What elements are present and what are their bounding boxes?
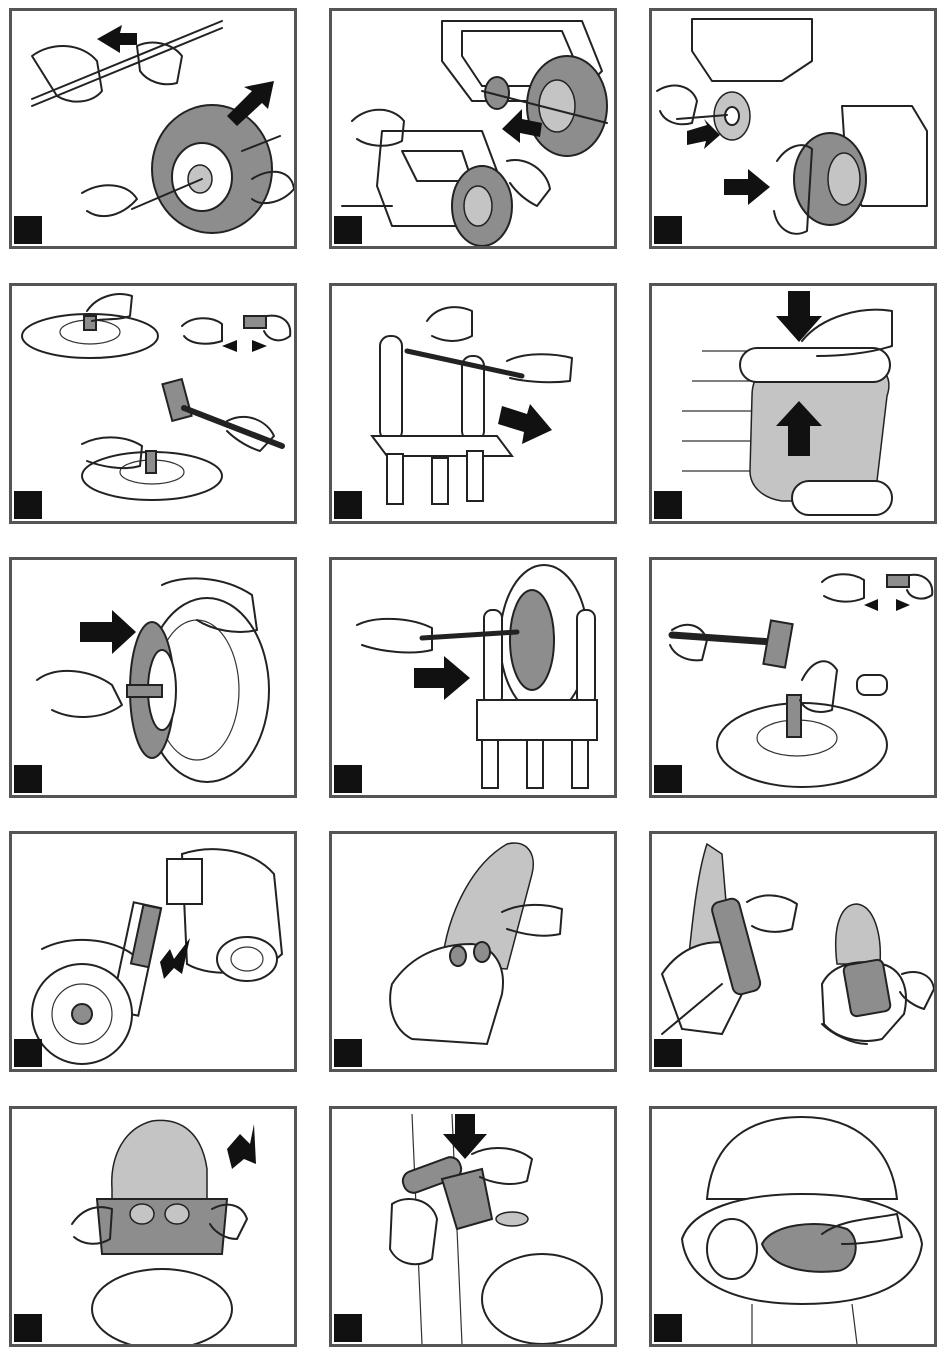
press-dashboard-down-icon [12,1109,294,1344]
step-badge [14,491,42,519]
step-badge [334,491,362,519]
push-handlebar-down-icon [332,1109,614,1344]
step-badge [654,765,682,793]
step-panel-15 [649,1106,937,1347]
step-panel-9 [649,557,937,798]
step-panel-14 [329,1106,617,1347]
step-panel-12 [649,831,937,1072]
fit-windshield-icon [332,834,614,1069]
remove-rear-wheel-icon [332,11,614,246]
step-badge [334,765,362,793]
step-badge [334,1039,362,1067]
step-panel-6 [649,283,937,524]
attach-dashboard-icon [652,834,934,1069]
step-panel-5 [329,283,617,524]
insert-axle-into-front-wheel-icon [332,560,614,795]
step-panel-10 [9,831,297,1072]
press-bracket-onto-tube-icon [652,286,934,521]
step-badge [14,765,42,793]
step-badge [654,216,682,244]
insert-axle-and-wheel-icon [652,11,934,246]
step-panel-8 [329,557,617,798]
step-badge [654,491,682,519]
step-panel-7 [9,557,297,798]
step-panel-2 [329,8,617,249]
step-panel-11 [329,831,617,1072]
step-badge [334,216,362,244]
pull-rod-from-stand-icon [332,286,614,521]
step-panel-3 [649,8,937,249]
slide-fork-up-icon [12,834,294,1069]
remove-axle-from-wheel-icon [12,11,294,246]
step-panel-1 [9,8,297,249]
hammer-cap-onto-axle-icon [12,286,294,521]
step-badge [14,216,42,244]
step-panel-13 [9,1106,297,1347]
step-badge [14,1314,42,1342]
step-badge [654,1039,682,1067]
attach-hubcap-to-wheel-icon [12,560,294,795]
step-badge [334,1314,362,1342]
insert-seat-cover-icon [652,1109,934,1344]
step-panel-4 [9,283,297,524]
hammer-cap-front-wheel-icon [652,560,934,795]
step-badge [654,1314,682,1342]
step-badge [14,1039,42,1067]
